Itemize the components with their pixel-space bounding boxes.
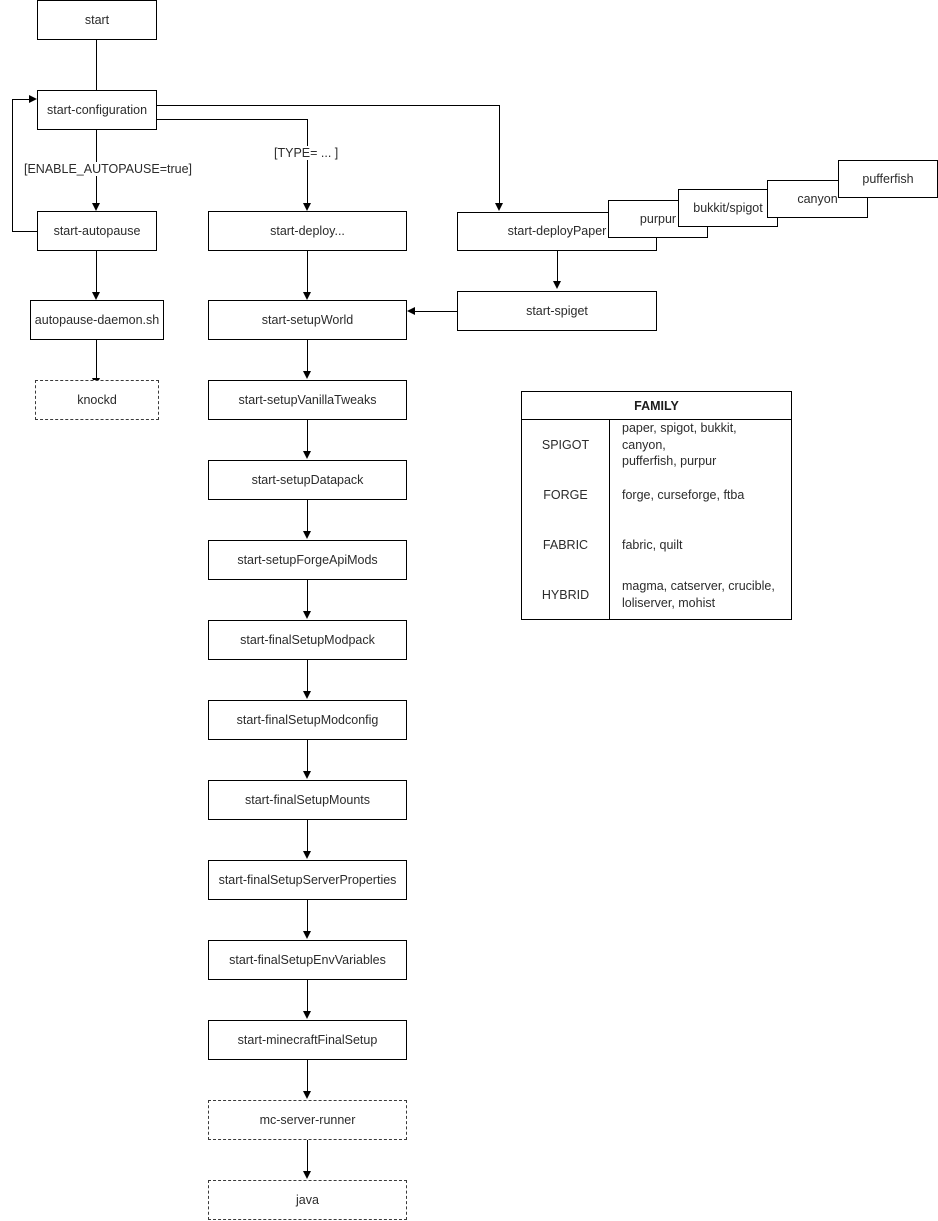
- node-start-spiget[interactable]: start-spiget: [457, 291, 657, 331]
- legend-body: SPIGOT paper, spigot, bukkit, canyon, pu…: [522, 420, 791, 620]
- arrowhead-forgeapimods-to-modpack: [303, 611, 311, 619]
- edge-mcserverrunner-to-java: [307, 1140, 308, 1173]
- arrowhead-mounts-to-serverproperties: [303, 851, 311, 859]
- node-pufferfish[interactable]: pufferfish: [838, 160, 938, 198]
- legend-row-fabric: FABRIC fabric, quilt: [522, 520, 791, 570]
- edge-configuration-to-deploy-v: [307, 119, 308, 205]
- edge-setupworld-to-vanillatweaks: [307, 340, 308, 373]
- edge-mounts-to-serverproperties: [307, 820, 308, 853]
- legend-row-spigot: SPIGOT paper, spigot, bukkit, canyon, pu…: [522, 420, 791, 470]
- edge-deploypaper-to-spiget: [557, 250, 558, 283]
- legend-row-forge: FORGE forge, curseforge, ftba: [522, 470, 791, 520]
- legend-key-forge: FORGE: [522, 470, 610, 520]
- node-start-deploy[interactable]: start-deploy...: [208, 211, 407, 251]
- legend-value-spigot: paper, spigot, bukkit, canyon, pufferfis…: [622, 420, 737, 469]
- arrowhead-configuration-to-autopause: [92, 203, 100, 211]
- edge-autopause-loopback-bottom: [12, 231, 38, 232]
- node-start-final-setup-modconfig[interactable]: start-finalSetupModconfig: [208, 700, 407, 740]
- node-mc-server-runner[interactable]: mc-server-runner: [208, 1100, 407, 1140]
- legend-row-hybrid: HYBRID magma, catserver, crucible, lolis…: [522, 570, 791, 620]
- edge-daemon-to-knockd: [96, 340, 97, 380]
- arrowhead-loopback-to-configuration: [29, 95, 37, 103]
- arrowhead-modconfig-to-mounts: [303, 771, 311, 779]
- node-start-configuration[interactable]: start-configuration: [37, 90, 157, 130]
- edge-autopause-to-daemon: [96, 251, 97, 294]
- legend-key-hybrid: HYBRID: [522, 570, 610, 620]
- edge-spiget-to-setupworld: [415, 311, 457, 312]
- legend-value-fabric: fabric, quilt: [622, 537, 683, 552]
- node-start-final-setup-env-variables[interactable]: start-finalSetupEnvVariables: [208, 940, 407, 980]
- legend-title: FAMILY: [522, 392, 791, 420]
- edge-autopause-loopback-vertical: [12, 99, 13, 232]
- node-canyon[interactable]: canyon: [767, 180, 868, 218]
- arrowhead-finalsetup-to-mcserverrunner: [303, 1091, 311, 1099]
- legend-value-hybrid: magma, catserver, crucible, loliserver, …: [622, 579, 775, 610]
- arrowhead-deploy-to-setupworld: [303, 292, 311, 300]
- edge-label-enable-autopause: [ENABLE_AUTOPAUSE=true]: [22, 162, 195, 176]
- arrowhead-setupworld-to-vanillatweaks: [303, 371, 311, 379]
- edge-vanillatweaks-to-datapack: [307, 420, 308, 453]
- arrowhead-serverproperties-to-envvariables: [303, 931, 311, 939]
- edge-configuration-to-deploypaper-v: [499, 105, 500, 205]
- arrowhead-mcserverrunner-to-java: [303, 1171, 311, 1179]
- edge-label-type: [TYPE= ... ]: [272, 146, 341, 160]
- edge-configuration-to-deploy-h: [157, 119, 307, 120]
- legend-key-fabric: FABRIC: [522, 520, 610, 570]
- edge-serverproperties-to-envvariables: [307, 900, 308, 933]
- legend-key-spigot: SPIGOT: [522, 420, 610, 470]
- node-start-setup-vanilla-tweaks[interactable]: start-setupVanillaTweaks: [208, 380, 407, 420]
- node-knockd[interactable]: knockd: [35, 380, 159, 420]
- arrowhead-autopause-to-daemon: [92, 292, 100, 300]
- arrowhead-modpack-to-modconfig: [303, 691, 311, 699]
- node-start-setup-world[interactable]: start-setupWorld: [208, 300, 407, 340]
- edge-datapack-to-forgeapimods: [307, 500, 308, 533]
- arrowhead-configuration-to-deploypaper: [495, 203, 503, 211]
- edge-autopause-loopback-top: [12, 99, 30, 100]
- node-start-setup-datapack[interactable]: start-setupDatapack: [208, 460, 407, 500]
- node-autopause-daemon[interactable]: autopause-daemon.sh: [30, 300, 164, 340]
- arrowhead-datapack-to-forgeapimods: [303, 531, 311, 539]
- arrowhead-envvariables-to-finalsetup: [303, 1011, 311, 1019]
- legend-value-forge: forge, curseforge, ftba: [622, 487, 745, 502]
- node-bukkit-spigot[interactable]: bukkit/spigot: [678, 189, 778, 227]
- arrowhead-deploypaper-to-spiget: [553, 281, 561, 289]
- edge-deploy-to-setupworld: [307, 251, 308, 294]
- family-legend-table: FAMILY SPIGOT paper, spigot, bukkit, can…: [521, 391, 792, 620]
- node-start[interactable]: start: [37, 0, 157, 40]
- edge-envvariables-to-finalsetup: [307, 980, 308, 1013]
- node-start-setup-forge-api-mods[interactable]: start-setupForgeApiMods: [208, 540, 407, 580]
- edge-start-to-configuration: [96, 40, 97, 90]
- node-start-minecraft-final-setup[interactable]: start-minecraftFinalSetup: [208, 1020, 407, 1060]
- edge-modconfig-to-mounts: [307, 740, 308, 773]
- edge-modpack-to-modconfig: [307, 660, 308, 693]
- node-start-final-setup-mounts[interactable]: start-finalSetupMounts: [208, 780, 407, 820]
- arrowhead-configuration-to-deploy: [303, 203, 311, 211]
- node-start-autopause[interactable]: start-autopause: [37, 211, 157, 251]
- edge-forgeapimods-to-modpack: [307, 580, 308, 613]
- node-java[interactable]: java: [208, 1180, 407, 1220]
- edge-configuration-to-deploypaper-h: [157, 105, 499, 106]
- arrowhead-spiget-to-setupworld: [407, 307, 415, 315]
- node-start-final-setup-modpack[interactable]: start-finalSetupModpack: [208, 620, 407, 660]
- edge-finalsetup-to-mcserverrunner: [307, 1060, 308, 1093]
- node-start-final-setup-server-properties[interactable]: start-finalSetupServerProperties: [208, 860, 407, 900]
- arrowhead-vanillatweaks-to-datapack: [303, 451, 311, 459]
